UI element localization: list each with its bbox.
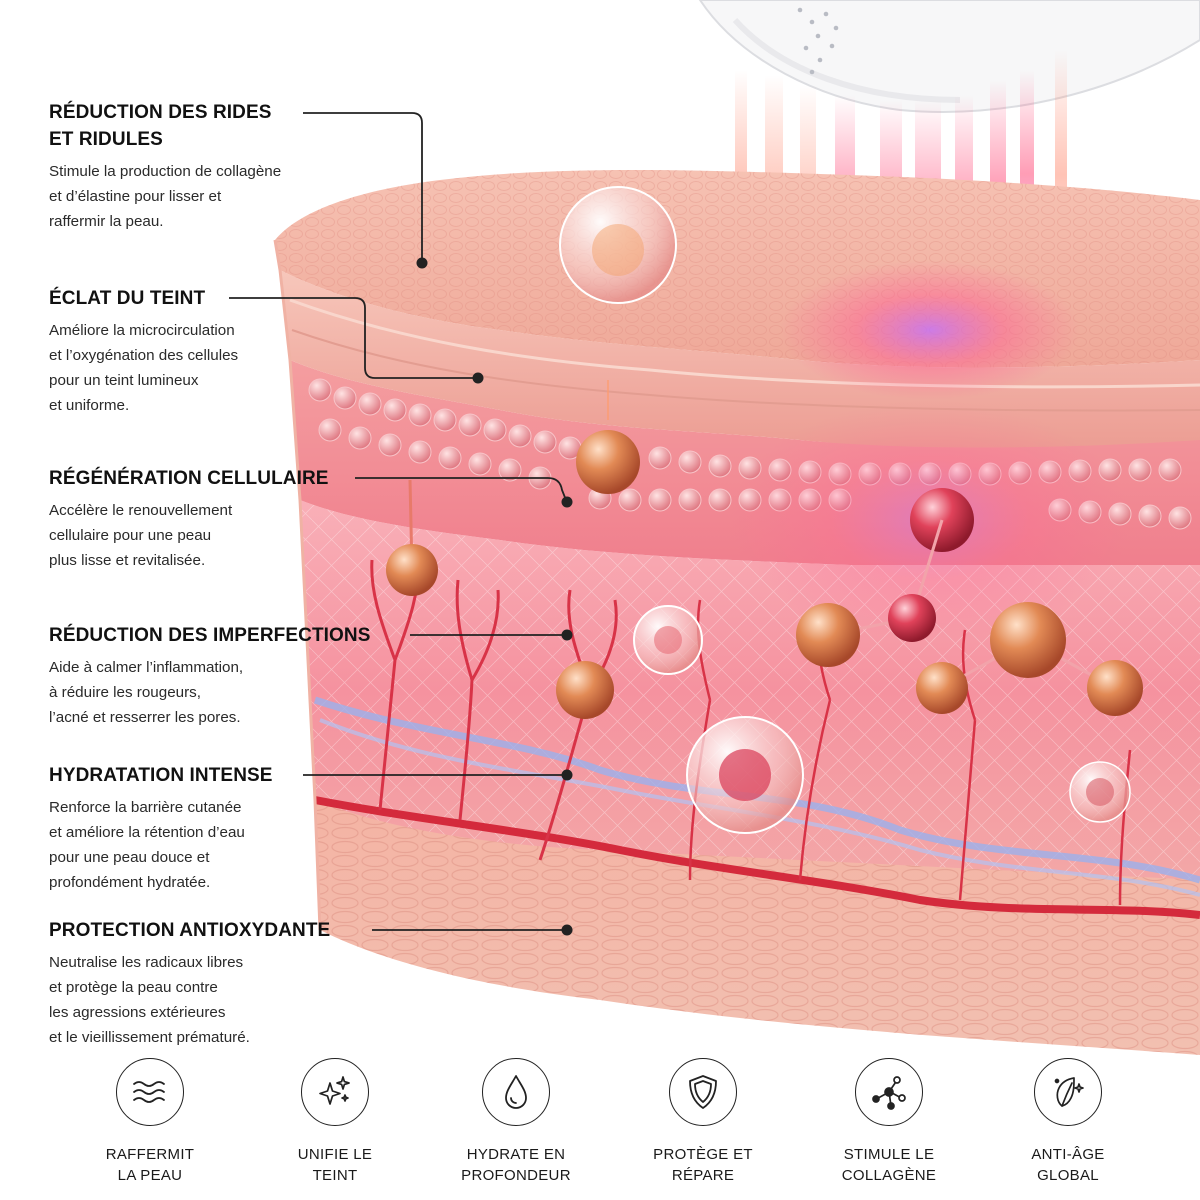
water-drop-icon (482, 1058, 550, 1126)
benefit-title: HYDRATATION INTENSE (49, 765, 273, 786)
benefit-text: Améliore la microcirculation et l’oxygén… (49, 322, 239, 414)
feature-firming: RAFFERMIT LA PEAU (65, 1058, 235, 1186)
benefit-imperfection-reduction: RÉDUCTION DES IMPERFECTIONS Aide à calme… (49, 622, 379, 730)
benefit-antioxidant-protection: PROTECTION ANTIOXYDANTE Neutralise les r… (49, 917, 379, 1050)
sparkles-icon (301, 1058, 369, 1126)
feature-label: RAFFERMIT LA PEAU (105, 1146, 195, 1184)
molecule-orbs (386, 186, 1143, 834)
benefit-title: RÉGÉNÉRATION CELLULAIRE (49, 468, 329, 489)
feature-protect-repair: PROTÈGE ET RÉPARE (618, 1058, 788, 1186)
benefit-intense-hydration: HYDRATATION INTENSE Renforce la barrière… (49, 762, 379, 895)
benefit-title: RÉDUCTION DES IMPERFECTIONS (49, 625, 371, 646)
waves-icon (116, 1058, 184, 1126)
feature-even-tone: UNIFIE LE TEINT (250, 1058, 420, 1186)
benefit-cell-regeneration: RÉGÉNÉRATION CELLULAIRE Accélère le reno… (49, 465, 379, 573)
feature-label: STIMULE LE COLLAGÈNE (841, 1146, 937, 1184)
feature-anti-aging: ANTI-ÂGE GLOBAL (983, 1058, 1153, 1186)
benefit-text: Neutralise les radicaux libres et protèg… (49, 954, 250, 1046)
feature-label: PROTÈGE ET RÉPARE (653, 1146, 753, 1184)
benefit-text: Aide à calmer l’inflammation, à réduire … (49, 659, 244, 726)
feature-hydration: HYDRATE EN PROFONDEUR (431, 1058, 601, 1186)
benefit-title: PROTECTION ANTIOXYDANTE (49, 920, 331, 941)
benefit-wrinkle-reduction: RÉDUCTION DES RIDES ET RIDULES Stimule l… (49, 99, 379, 234)
benefit-title: RÉDUCTION DES RIDES ET RIDULES (49, 102, 272, 150)
benefit-text: Stimule la production de collagène et d’… (49, 163, 282, 230)
benefit-text: Accélère le renouvellement cellulaire po… (49, 502, 233, 569)
feature-label: UNIFIE LE TEINT (297, 1146, 373, 1184)
leaf-sparkle-icon (1034, 1058, 1102, 1126)
callout-lines (229, 112, 567, 931)
shield-icon (669, 1058, 737, 1126)
feature-label: ANTI-ÂGE GLOBAL (1031, 1146, 1105, 1184)
feature-label: HYDRATE EN PROFONDEUR (461, 1146, 571, 1184)
benefit-text: Renforce la barrière cutanée et améliore… (49, 799, 245, 891)
benefit-complexion-radiance: ÉCLAT DU TEINT Améliore la microcirculat… (49, 285, 379, 418)
feature-collagen: STIMULE LE COLLAGÈNE (804, 1058, 974, 1186)
callout-dots (416, 257, 573, 936)
molecule-icon (855, 1058, 923, 1126)
feature-icons-row: RAFFERMIT LA PEAU UNIFIE LE TEINT HYDRAT… (0, 1058, 1200, 1198)
light-glow (780, 260, 1080, 400)
benefit-title: ÉCLAT DU TEINT (49, 288, 206, 309)
